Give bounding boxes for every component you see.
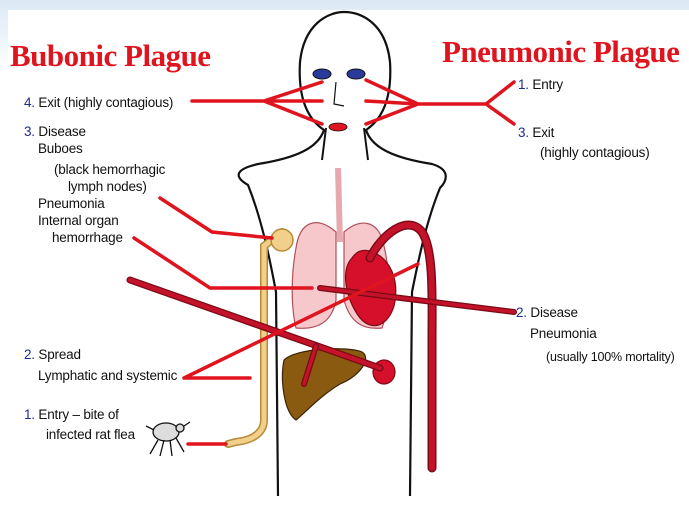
trachea: [338, 168, 340, 242]
label-pneumonic-disease: 2. Disease Pneumonia (usually 100% morta…: [516, 304, 675, 366]
right-eye: [347, 69, 365, 79]
mouth: [329, 123, 347, 131]
left-lung: [292, 223, 336, 329]
title-pneumonic: Pneumonic Plague: [442, 34, 679, 70]
bubo-lymph-node: [271, 229, 293, 251]
label-pneumonic-entry: 1. Entry: [518, 76, 563, 93]
label-pneumonic-exit: 3. Exit (highly contagious): [518, 124, 650, 161]
arrow-pneumonic: [366, 80, 514, 124]
label-bubonic-disease: 3. Disease Buboes (black hemorrhagic lym…: [24, 123, 165, 246]
flea-icon: [146, 422, 190, 456]
left-eye: [313, 69, 331, 79]
label-bubonic-entry: 1. Entry – bite of infected rat flea: [24, 406, 135, 443]
label-bubonic-exit: 4. Exit (highly contagious): [24, 94, 173, 111]
arrow-bubonic-exit: [192, 82, 322, 124]
body-outline: [239, 12, 446, 496]
lymphatic-vessel: [228, 232, 282, 444]
label-bubonic-spread: 2. Spread Lymphatic and systemic: [24, 346, 177, 384]
title-bubonic: Bubonic Plague: [10, 38, 211, 74]
nose: [334, 82, 344, 106]
